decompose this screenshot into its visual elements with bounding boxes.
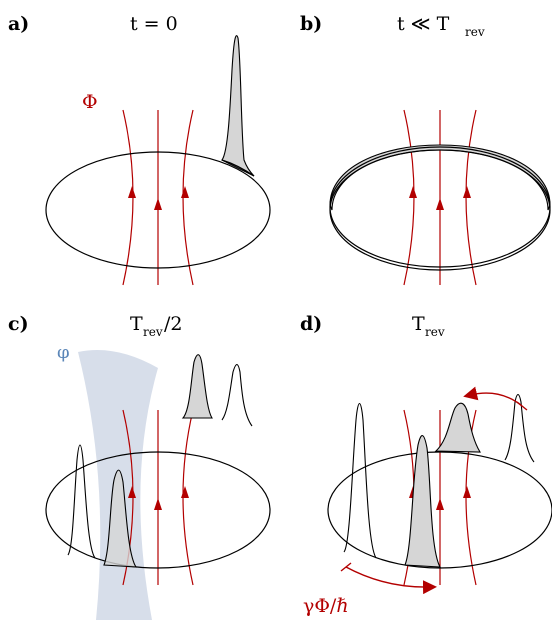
wave-packet bbox=[221, 35, 255, 177]
flux-arrow-icon bbox=[128, 486, 136, 498]
flux-arrow-icon bbox=[409, 186, 417, 198]
panel-b-title-subscript: rev bbox=[465, 25, 485, 39]
flux-arrow-icon bbox=[154, 198, 162, 210]
flux-arrow-icon bbox=[436, 498, 444, 510]
wave-packet bbox=[404, 435, 441, 568]
flux-arrow-icon bbox=[463, 186, 471, 198]
flux-arrow-icon bbox=[463, 486, 471, 498]
rotation-arrow-bottom bbox=[345, 566, 437, 595]
ring bbox=[327, 451, 552, 569]
ring-upper-edge bbox=[329, 146, 551, 268]
panel-b: b) t ≪ T rev bbox=[300, 13, 551, 286]
panel-d-title-subscript: rev bbox=[425, 325, 445, 339]
panel-c-title: T bbox=[130, 313, 143, 335]
ring bbox=[45, 151, 271, 269]
flux-arrow-icon bbox=[436, 198, 444, 210]
ring bbox=[45, 451, 271, 569]
panel-c-title-suffix: /2 bbox=[164, 313, 183, 335]
wave-packet bbox=[343, 402, 377, 559]
flux-arrow-icon bbox=[181, 486, 189, 498]
wave-packet bbox=[181, 354, 213, 419]
phase-shift-label: γΦ/ℏ bbox=[303, 595, 349, 617]
flux-arrow-icon bbox=[154, 498, 162, 510]
panel-c: c) T rev /2 φ bbox=[8, 313, 271, 620]
wave-packet bbox=[221, 363, 253, 427]
flux-label: Φ bbox=[82, 91, 98, 113]
arrow-tail-bar bbox=[516, 401, 528, 411]
flux-arrow-icon bbox=[128, 186, 136, 198]
panel-a-title: t = 0 bbox=[130, 13, 178, 35]
panel-d: d) T rev γΦ/ℏ bbox=[300, 313, 552, 617]
phase-label: φ bbox=[57, 342, 70, 363]
panel-a: a) t = 0 Φ bbox=[8, 13, 271, 286]
arrow-tail-bar bbox=[340, 562, 352, 572]
panel-a-label: a) bbox=[8, 13, 29, 35]
panel-b-label: b) bbox=[300, 13, 322, 35]
panel-d-label: d) bbox=[300, 313, 322, 335]
wave-packet bbox=[434, 402, 481, 453]
wave-packet bbox=[504, 393, 535, 463]
panel-d-title: T bbox=[412, 313, 425, 335]
wave-packet bbox=[103, 469, 138, 568]
flux-arrow-icon bbox=[181, 186, 189, 198]
panel-c-label: c) bbox=[8, 313, 29, 335]
panel-c-title-subscript: rev bbox=[143, 325, 163, 339]
ring-segment bbox=[221, 159, 255, 177]
rotation-arrow-top bbox=[463, 386, 523, 407]
panel-b-title: t ≪ T bbox=[397, 13, 450, 35]
wave-packet bbox=[67, 444, 96, 559]
